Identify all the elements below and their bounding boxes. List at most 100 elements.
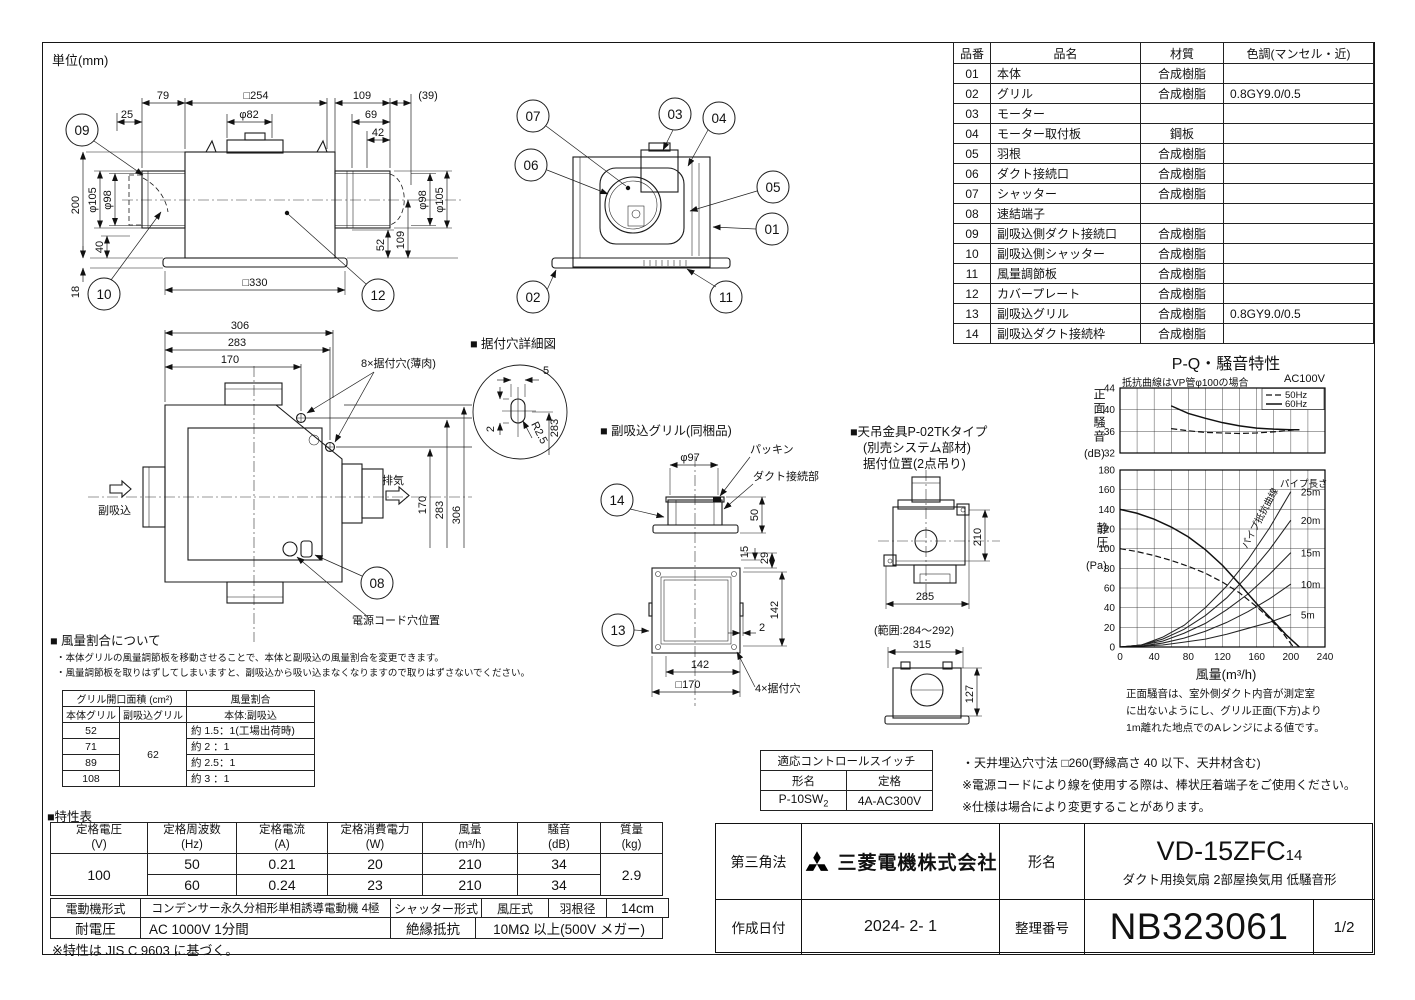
dim-phi82: φ82 — [239, 109, 258, 121]
dim-306-v: 306 — [451, 506, 463, 524]
y-tick: 44 — [1104, 384, 1116, 395]
label-power-cord: 電源コード穴位置 — [352, 613, 440, 627]
airflow-h-sub: 副吸込グリル — [119, 706, 187, 723]
cs-rating: 4A-AC300V — [846, 790, 933, 811]
label-exhaust: 排気 — [382, 473, 404, 487]
control-switch-table: 適応コントロールスイッチ 形名 定格 P-10SW2 4A-AC300V — [760, 750, 933, 811]
spec-table-main: 定格電圧(V) 定格周波数(Hz) 定格電流(A) 定格消費電力(W) 風量(m… — [50, 822, 663, 896]
spec-cell: 210 — [422, 853, 518, 875]
airflow-ratio: 約 3 ：1 — [186, 770, 315, 787]
airflow-val: 71 — [62, 738, 120, 755]
pipe-label-15m: 15m — [1301, 549, 1320, 560]
x-tick: 80 — [1183, 652, 1195, 663]
dim-283-v: 283 — [434, 501, 446, 519]
y-tick: 140 — [1098, 505, 1115, 516]
chart-subtitle: 抵抗曲線はVP管φ100の場合 — [1122, 378, 1249, 389]
label-4-holes: 4×据付穴 — [755, 681, 801, 695]
dim-306-h: 306 — [231, 320, 249, 332]
spec-cell: 20 — [327, 853, 423, 875]
spec-cell: 210 — [422, 874, 518, 896]
dim-79: 79 — [157, 90, 169, 102]
drawing-cutaway: 07 03 04 06 05 01 02 11 — [514, 97, 790, 314]
y-tick: 120 — [1098, 525, 1115, 536]
dim-52: 52 — [375, 239, 387, 251]
y-tick: 60 — [1104, 584, 1116, 595]
dim-210: 210 — [972, 528, 984, 546]
dim-330: □330 — [243, 277, 268, 289]
callout-01: 01 — [764, 222, 779, 237]
y-tick: 20 — [1104, 623, 1116, 634]
callout-03: 03 — [667, 107, 682, 122]
dim-40: 40 — [94, 241, 106, 253]
x-tick: 240 — [1317, 652, 1334, 663]
dim-109-r: 109 — [395, 231, 407, 249]
withstand-label: 耐電圧 — [50, 917, 141, 939]
chart-note-line3: 1m離れた地点でのAレンジによる値です。 — [1126, 722, 1325, 734]
x-tick: 0 — [1117, 652, 1123, 663]
dim-phi97: φ97 — [680, 452, 699, 464]
spec-mass: 2.9 — [600, 853, 663, 896]
cs-title: 適応コントロールスイッチ — [760, 750, 933, 771]
note-line3: ※仕様は場合により変更することがあります。 — [962, 800, 1211, 814]
series-60Hz — [1170, 405, 1300, 431]
callout-04: 04 — [711, 111, 727, 126]
series-50Hz — [1171, 428, 1300, 435]
y-tick: 0 — [1109, 643, 1115, 654]
dim-hole-2: 2 — [485, 426, 497, 432]
spec-footnote: ※特性は JIS C 9603 に基づく。 — [52, 943, 239, 958]
parts-header-material: 材質 — [1140, 42, 1224, 64]
hanger-title-3: 据付位置(2点吊り) — [863, 457, 966, 471]
airflow-val: 52 — [62, 722, 120, 739]
callout-14: 14 — [609, 493, 625, 508]
pipe-curve-10m — [1119, 583, 1292, 648]
blade-value: 14cm — [606, 898, 670, 918]
dim-phi98-l: φ98 — [102, 190, 114, 209]
airflow-h-main: 本体グリル — [62, 706, 120, 723]
spec-h: 定格消費電力 — [340, 824, 410, 836]
pipe-label-5m: 5m — [1301, 611, 1315, 622]
hole-detail-title: ■ 据付穴詳細図 — [470, 337, 557, 351]
pipe-label-20m: 20m — [1301, 516, 1320, 527]
series-50Hz — [1119, 548, 1294, 648]
hanger-title-2: (別売システム部材) — [863, 441, 971, 455]
drawing-hole-detail: 5 2 R2.5 283 — [472, 364, 568, 460]
dim-69: 69 — [365, 109, 377, 121]
dim-2: 2 — [759, 622, 765, 634]
callout-12: 12 — [370, 288, 385, 303]
cs-model: P-10SW2 — [760, 790, 847, 811]
spec-table-motor: 電動機形式 コンデンサー永久分相形単相誘導電動機 4極 シャッター形式 風圧式 … — [50, 898, 670, 918]
spec-cell: 50 — [147, 853, 237, 875]
y-tick: 32 — [1104, 449, 1116, 460]
hanger-title-1: ■天吊金具P-02TKタイプ — [850, 425, 988, 439]
dim-18: 18 — [70, 286, 82, 298]
dim-170: □170 — [676, 679, 701, 691]
dim-127: 127 — [964, 685, 976, 703]
spec-table-voltage: 耐電圧 AC 1000V 1分間 絶縁抵抗 10MΩ 以上(500V メガー) — [50, 917, 663, 939]
chart-y1-unit: (dB) — [1084, 448, 1105, 460]
airflow-h-ratio: 風量割合 — [186, 690, 315, 707]
spec-h: 定格電圧 — [76, 824, 122, 836]
dim-29: 29 — [759, 552, 771, 564]
dim-285: 285 — [916, 591, 934, 603]
airflow-ratio: 約 2.5：1 — [186, 754, 315, 771]
y-tick: 40 — [1104, 603, 1116, 614]
chart-y2-unit: (Pa) — [1086, 560, 1107, 572]
dim-42: 42 — [372, 127, 384, 139]
chart-title: P-Q・騒音特性 — [1171, 356, 1281, 373]
ref-label: 整理番号 — [999, 899, 1084, 954]
projection-label: 第三角法 — [730, 853, 787, 870]
drawing-side-view: 79 □254 109 (39) 25 φ82 69 42 200 φ105 φ… — [65, 90, 462, 312]
chart-y1-label: 正面騒音 — [1092, 388, 1106, 444]
callout-10: 10 — [96, 287, 111, 302]
page-frame — [42, 42, 1375, 955]
